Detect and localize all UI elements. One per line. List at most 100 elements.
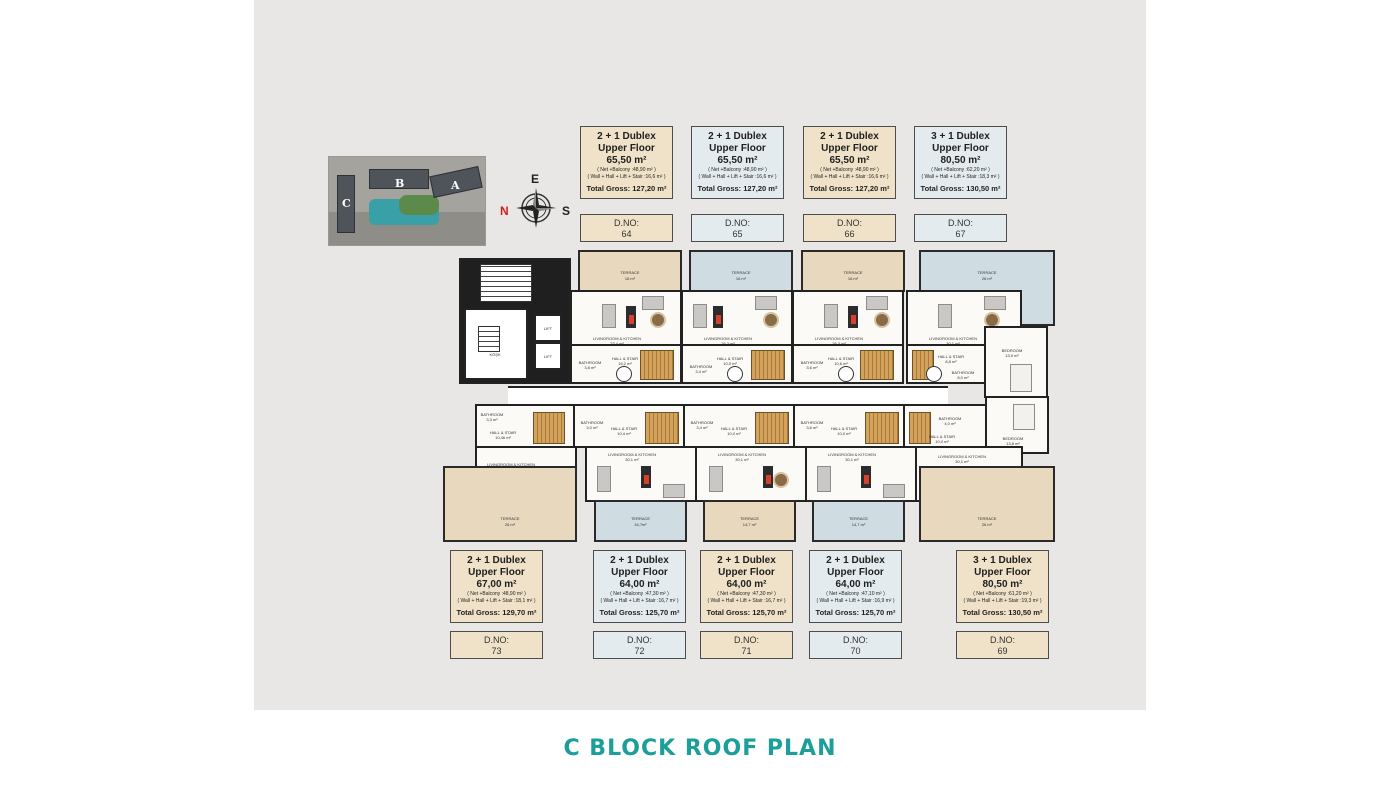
living-65: LIVINGROOM & KITCHEN 26,3 m² bbox=[681, 290, 793, 346]
terrace-label: TERRACE bbox=[731, 270, 751, 275]
bath-area: 3,4 m² bbox=[696, 425, 708, 430]
terrace-area: 14,7 m² bbox=[851, 522, 866, 527]
unit-type: 3 + 1 Dublex bbox=[931, 131, 990, 142]
unit-common: ( Wall + Hall + Lift + Stair :16,7 m² ) bbox=[600, 598, 679, 604]
unit-gross: Total Gross: 127,20 m² bbox=[586, 184, 667, 193]
terrace-label: TERRACE bbox=[620, 270, 640, 275]
block-b-shape bbox=[369, 169, 429, 189]
core-stair bbox=[480, 264, 532, 302]
terrace-area: 14,7 m² bbox=[742, 522, 757, 527]
dno-value: 70 bbox=[850, 646, 861, 656]
unit-area: 64,00 m² bbox=[726, 579, 767, 590]
terrace-label: TERRACE bbox=[977, 270, 997, 275]
living-area: 26,3 m² bbox=[804, 341, 874, 346]
unit-area: 64,00 m² bbox=[835, 579, 876, 590]
living-area: 30,1 m² bbox=[918, 341, 988, 346]
dno-label: D.NO: bbox=[733, 635, 759, 645]
unit-area: 80,50 m² bbox=[940, 155, 981, 166]
hall-70: BATHROOM 3,6 m² HALL & STAIR 10,0 m² bbox=[793, 404, 905, 448]
dno-label: D.NO: bbox=[626, 635, 652, 645]
door-64 bbox=[616, 366, 632, 382]
living-64: LIVINGROOM & KITCHEN 23,4 m² bbox=[570, 290, 682, 346]
unit-common: ( Wall + Hall + Lift + Stair :18,3 m² ) bbox=[921, 174, 1000, 180]
hall-65: BATHROOM 3,4 m² HALL & STAIR 10,0 m² bbox=[681, 344, 793, 384]
hall-71: BATHROOM 3,4 m² HALL & STAIR 10,0 m² bbox=[683, 404, 795, 448]
unit-type: 2 + 1 Dublex bbox=[467, 555, 526, 566]
kiosk-label: KÖŞK bbox=[489, 352, 501, 357]
dno-card-70: D.NO:70 bbox=[809, 631, 902, 659]
hall-label: HALL & STAIR bbox=[928, 434, 956, 439]
dno-card-66: D.NO:66 bbox=[803, 214, 896, 242]
dno-label: D.NO: bbox=[613, 218, 639, 228]
bath-area: 3,8 m² bbox=[584, 365, 596, 370]
unit-net: ( Net +Balcony :61,20 m² ) bbox=[973, 591, 1032, 597]
unit-net: ( Net +Balcony :48,90 m² ) bbox=[708, 167, 767, 173]
unit-net: ( Net +Balcony :62,20 m² ) bbox=[931, 167, 990, 173]
bath-area: 3,6 m² bbox=[806, 425, 818, 430]
bath-label: BATHROOM bbox=[800, 360, 824, 365]
terrace-area: 26 m² bbox=[981, 276, 993, 281]
hall-label: HALL & STAIR bbox=[720, 426, 748, 431]
dno-card-73: D.NO:73 bbox=[450, 631, 543, 659]
hall-66: BATHROOM 3,6 m² HALL & STAIR 10,6 m² bbox=[792, 344, 904, 384]
unit-floor: Upper Floor bbox=[821, 143, 878, 154]
unit-type: 3 + 1 Dublex bbox=[973, 555, 1032, 566]
unit-floor: Upper Floor bbox=[827, 567, 884, 578]
hall-area: 10,0 m² bbox=[727, 431, 741, 436]
terrace-area: 26 m² bbox=[981, 522, 993, 527]
unit-net: ( Net +Balcony :47,30 m² ) bbox=[610, 591, 669, 597]
bedroom-label: BEDROOM bbox=[1001, 348, 1023, 353]
bath-label: BATHROOM bbox=[580, 420, 604, 425]
lift-label: LIFT bbox=[543, 326, 553, 331]
dno-value: 73 bbox=[491, 646, 502, 656]
unit-gross: Total Gross: 130,50 m² bbox=[962, 608, 1043, 617]
hall-label: HALL & STAIR bbox=[489, 430, 517, 435]
bath-area: 4,0 m² bbox=[944, 421, 956, 426]
dno-value: 64 bbox=[621, 229, 632, 239]
hall-64: BATHROOM 3,8 m² HALL & STAIR 16,2 m² bbox=[570, 344, 682, 384]
door-66 bbox=[838, 366, 854, 382]
living-71: LIVINGROOM & KITCHEN 30,1 m² bbox=[695, 446, 807, 502]
hall-area: 10,0 m² bbox=[935, 439, 949, 444]
unit-area: 65,50 m² bbox=[717, 155, 758, 166]
unit-card-64: 2 + 1 Dublex Upper Floor 65,50 m² ( Net … bbox=[580, 126, 673, 199]
terrace-label: TERRACE bbox=[848, 516, 869, 521]
unit-card-72: 2 + 1 Dublex Upper Floor 64,00 m² ( Net … bbox=[593, 550, 686, 623]
bath-label: BATHROOM bbox=[689, 364, 713, 369]
dno-card-72: D.NO:72 bbox=[593, 631, 686, 659]
hall-label: HALL & STAIR bbox=[827, 356, 855, 361]
unit-common: ( Wall + Hall + Lift + Stair :19,3 m² ) bbox=[963, 598, 1042, 604]
bath-label: BATHROOM bbox=[938, 416, 962, 421]
bath-label: BATHROOM bbox=[690, 420, 714, 425]
unit-floor: Upper Floor bbox=[932, 143, 989, 154]
compass-north: N bbox=[500, 204, 509, 218]
unit-net: ( Net +Balcony :48,90 m² ) bbox=[597, 167, 656, 173]
unit-card-71: 2 + 1 Dublex Upper Floor 64,00 m² ( Net … bbox=[700, 550, 793, 623]
dno-value: 72 bbox=[634, 646, 645, 656]
living-label: LIVINGROOM & KITCHEN bbox=[928, 336, 977, 341]
lift-1: LIFT bbox=[534, 314, 562, 342]
unit-net: ( Net +Balcony :47,10 m² ) bbox=[826, 591, 885, 597]
terrace-area: 16,7m² bbox=[634, 522, 647, 527]
lift-label: LIFT bbox=[543, 354, 553, 359]
living-label: LIVINGROOM & KITCHEN bbox=[717, 452, 766, 457]
dno-card-69: D.NO:69 bbox=[956, 631, 1049, 659]
terrace-area: 16 m² bbox=[624, 276, 636, 281]
hall-area: 8,8 m² bbox=[945, 359, 957, 364]
unit-floor: Upper Floor bbox=[974, 567, 1031, 578]
bedroom-label: BEDROOM bbox=[1002, 436, 1024, 441]
dno-label: D.NO: bbox=[724, 218, 750, 228]
living-area: 30,1 m² bbox=[735, 457, 749, 462]
dno-card-65: D.NO:65 bbox=[691, 214, 784, 242]
dno-value: 71 bbox=[741, 646, 752, 656]
hall-area: 16,2 m² bbox=[618, 361, 632, 366]
unit-card-73: 2 + 1 Dublex Upper Floor 67,00 m² ( Net … bbox=[450, 550, 543, 623]
unit-floor: Upper Floor bbox=[718, 567, 775, 578]
hall-label: HALL & STAIR bbox=[830, 426, 858, 431]
corridor bbox=[508, 386, 948, 406]
